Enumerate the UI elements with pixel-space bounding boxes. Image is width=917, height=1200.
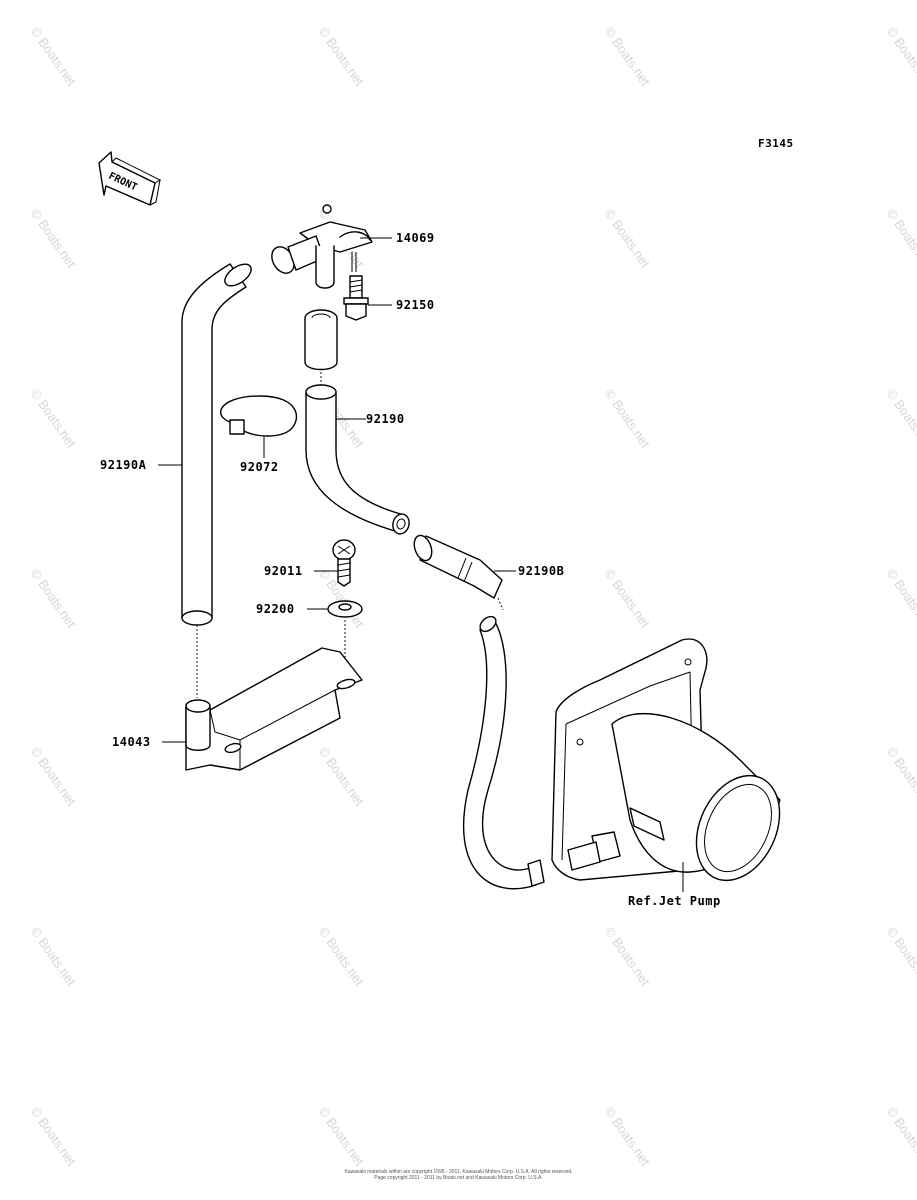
part-label-14043[interactable]: 14043 bbox=[112, 735, 151, 749]
bracket-14043 bbox=[185, 647, 363, 771]
hose-92190B bbox=[413, 534, 503, 599]
lower-hose bbox=[462, 615, 545, 890]
part-label-92150[interactable]: 92150 bbox=[396, 298, 435, 312]
fitting-14069 bbox=[271, 204, 373, 289]
part-label-92190A[interactable]: 92190A bbox=[100, 458, 147, 472]
copyright-notice: Kawasaki materials within are copyright … bbox=[300, 1169, 617, 1181]
part-label-92072[interactable]: 92072 bbox=[240, 460, 279, 474]
bolt-92150 bbox=[343, 275, 369, 321]
copyright-line-2: Page copyright 2011 - 2011 by Boats.net … bbox=[374, 1175, 543, 1181]
hose-92190A bbox=[181, 263, 252, 626]
clamp-92072 bbox=[220, 395, 298, 437]
washer-92200 bbox=[327, 600, 363, 618]
part-label-92200[interactable]: 92200 bbox=[256, 602, 295, 616]
front-arrow-icon: FRONT bbox=[98, 151, 162, 206]
part-label-14069[interactable]: 14069 bbox=[396, 231, 435, 245]
ref-jet-pump-label[interactable]: Ref.Jet Pump bbox=[628, 894, 721, 908]
copyright-line-1: Kawasaki materials within are copyright … bbox=[344, 1169, 573, 1175]
jet-pump bbox=[551, 638, 781, 882]
part-label-92190B[interactable]: 92190B bbox=[518, 564, 565, 578]
short-hose bbox=[304, 309, 338, 371]
part-label-92190[interactable]: 92190 bbox=[366, 412, 405, 426]
part-label-92011[interactable]: 92011 bbox=[264, 564, 303, 578]
hose-92190 bbox=[305, 384, 410, 535]
figure-code: F3145 bbox=[758, 137, 794, 150]
screw-92011 bbox=[332, 539, 356, 587]
